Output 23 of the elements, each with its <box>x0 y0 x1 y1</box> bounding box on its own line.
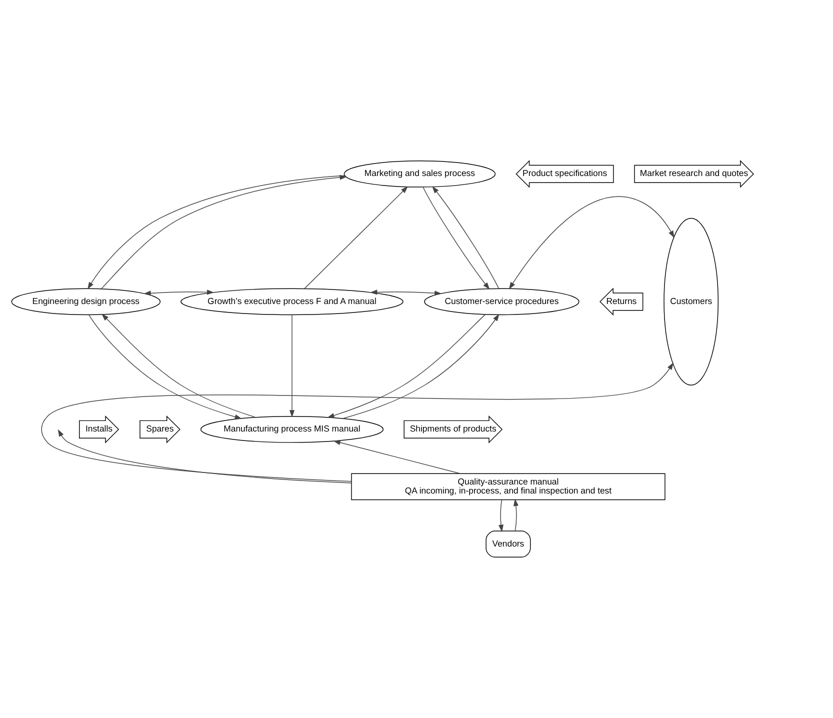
node-ellipse: Customers <box>664 218 719 386</box>
arrow <box>513 498 518 532</box>
arrow <box>88 314 242 420</box>
arrow <box>327 314 486 418</box>
node-ellipse: Manufacturing process MIS manual <box>200 416 384 443</box>
arrow <box>498 499 504 532</box>
arrow <box>58 429 352 484</box>
arrow <box>342 314 500 419</box>
node-ellipse: Marketing and sales process <box>344 160 496 188</box>
arrow <box>41 362 674 482</box>
node-ellipse: Engineering design process <box>11 288 161 316</box>
arrow <box>333 440 461 474</box>
node-ellipse: Customer-service procedures <box>424 288 580 316</box>
node-box: Quality-assurance manual QA incoming, in-process, and final inspection and test <box>351 473 666 500</box>
arrow <box>102 314 256 418</box>
arrow <box>422 186 490 290</box>
arrow <box>144 290 214 296</box>
arrow <box>304 186 408 289</box>
arrow <box>370 290 442 296</box>
arrow <box>432 186 500 289</box>
arrow <box>289 314 295 418</box>
arrow <box>508 196 674 290</box>
node-box: Vendors <box>486 530 531 558</box>
